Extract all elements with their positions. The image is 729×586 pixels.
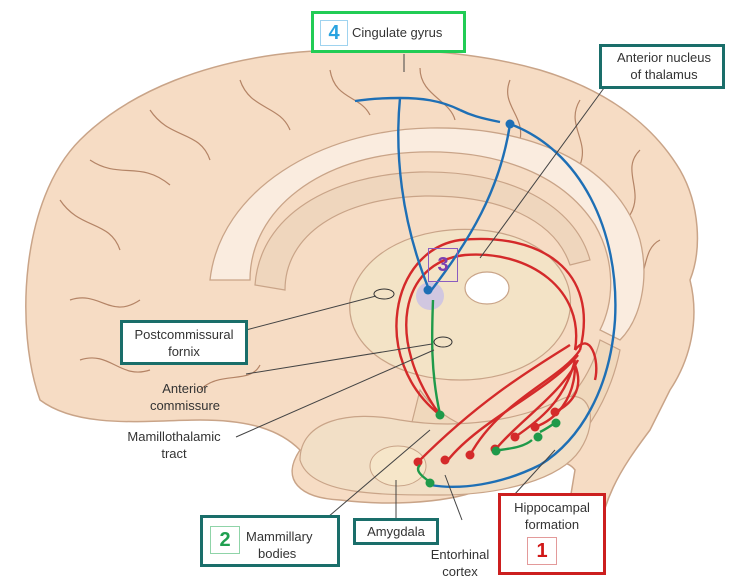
leader-lines (235, 54, 605, 521)
mammillary-label-line1: Mammillary (246, 529, 313, 544)
mamillothalamic-label-line1: Mamillothalamic (127, 429, 221, 444)
amygdala-box (353, 518, 439, 545)
anterior-commissure-label-line2: commissure (149, 398, 221, 413)
amygdala-label: Amygdala (367, 524, 425, 539)
hippocampal-number: 1 (536, 540, 548, 562)
brain-outline (25, 48, 699, 561)
mammillary-label-line2: bodies (258, 546, 297, 561)
anterior-nucleus-box (599, 44, 725, 89)
mammillary-number-box (210, 526, 240, 554)
hippocampal-label-line2: formation (524, 517, 580, 532)
cingulate-number-box (320, 20, 348, 46)
thalamus-number-box (428, 248, 458, 282)
anterior-commissure-label-line1: Anterior (162, 381, 208, 396)
postcommissural-fornix-box (120, 320, 248, 365)
cingulum-pathway-blue (354, 96, 617, 488)
anterior-nucleus-label-line2: of thalamus (630, 67, 698, 82)
cingulate-number: 4 (328, 22, 340, 44)
blue-endpoints (423, 119, 515, 295)
thalamus-number: 3 (437, 254, 449, 276)
entorhinal-label-line2: cortex (442, 564, 478, 579)
mammillary-number: 2 (219, 529, 231, 551)
green-endpoints (425, 410, 561, 488)
postcommissural-label-line1: Postcommissural (134, 327, 234, 342)
cingulate-gyrus-label: Cingulate gyrus (352, 25, 443, 40)
mamillothalamic-label-line2: tract (161, 446, 187, 461)
anterior-nucleus-label-line1: Anterior nucleus (617, 50, 711, 65)
postcommissural-label-line2: fornix (168, 344, 200, 359)
hippocampal-number-box (527, 537, 557, 565)
entorhinal-label-line1: Entorhinal (430, 547, 490, 562)
fornix-fibers-red (395, 237, 598, 463)
hippocampal-label-line1: Hippocampal (514, 500, 590, 515)
